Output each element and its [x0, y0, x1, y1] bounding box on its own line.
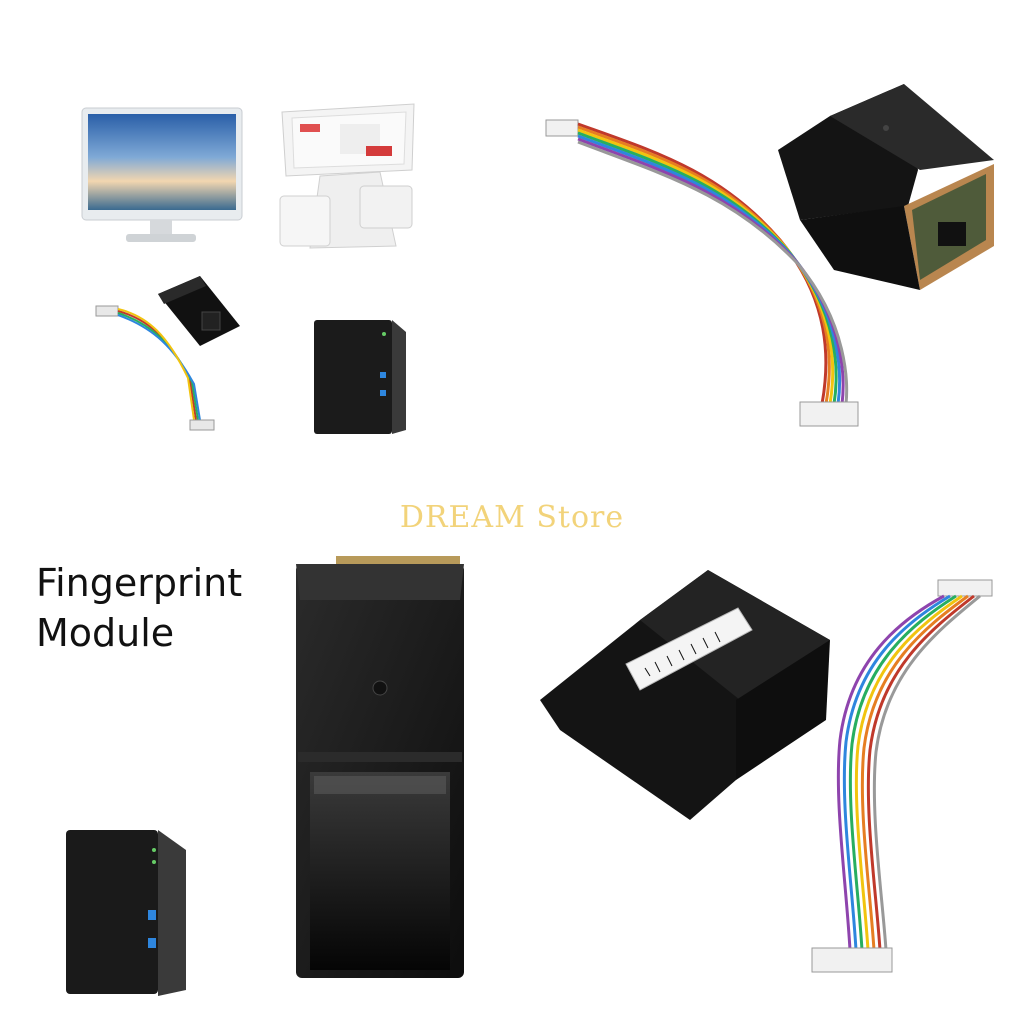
module-top-right-image	[778, 84, 994, 290]
product-title-line2: Module	[36, 611, 175, 655]
large-module-image	[296, 556, 464, 978]
pos-terminal-image	[279, 103, 415, 249]
cable-top-right-image	[545, 119, 859, 427]
module-bottom-right-image	[540, 570, 830, 820]
nas-small-image	[314, 320, 406, 434]
small-module-image	[95, 276, 240, 431]
product-title-line1: Fingerprint	[36, 561, 243, 605]
store-watermark: DREAM Store	[399, 500, 625, 535]
monitor-image	[81, 107, 243, 242]
nas-large-image	[66, 830, 186, 996]
product-title: Fingerprint Module	[36, 558, 242, 658]
cable-bottom-right-image	[811, 579, 993, 973]
